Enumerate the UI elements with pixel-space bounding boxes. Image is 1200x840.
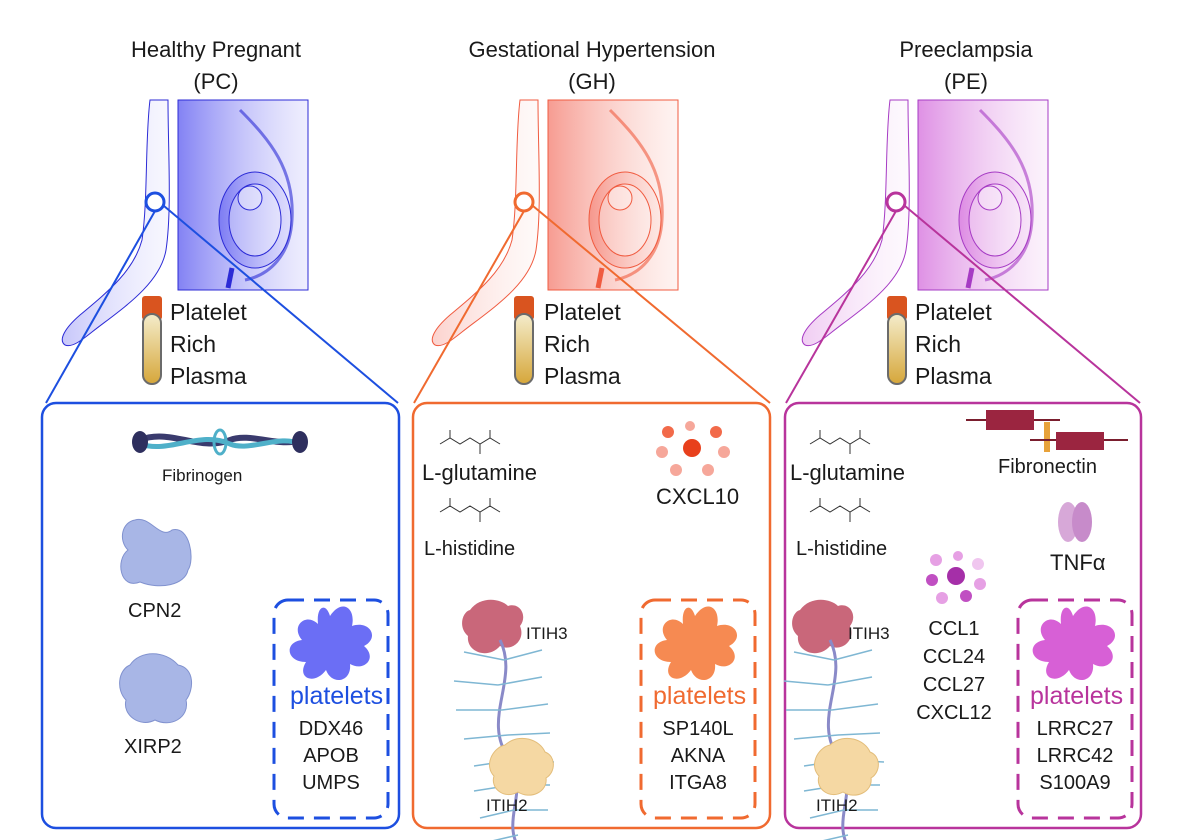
gh-itih2-icon xyxy=(489,737,554,796)
pe-platelet-box xyxy=(1016,598,1134,820)
pe-tnf-icon xyxy=(1058,502,1092,542)
pc-gene-3: UMPS xyxy=(302,772,360,794)
pe-itih2-icon xyxy=(814,737,879,796)
pe-sample-line2: Rich xyxy=(915,331,962,357)
pc-xirp2-icon xyxy=(119,653,192,724)
pe-sample-line3: Plasma xyxy=(915,363,992,389)
pe-title: Preeclampsia xyxy=(899,37,1033,62)
pe-chemokine-1: CCL1 xyxy=(928,618,980,640)
pe-gene-3: S100A9 xyxy=(1039,772,1111,794)
gh-sample-line1: Platelet xyxy=(544,299,621,325)
pe-tnf-label: TNFα xyxy=(1050,550,1106,575)
gh-itih3-icon xyxy=(462,599,524,654)
gh-itih2-label: ITIH2 xyxy=(486,796,528,815)
pe-chemokine-3: CCL27 xyxy=(922,674,986,696)
pc-platelet-icon xyxy=(289,606,373,681)
gh-cxcl10-label: CXCL10 xyxy=(656,484,740,509)
pc-fibrinogen-icon xyxy=(132,428,308,456)
pe-gene-2: LRRC42 xyxy=(1036,745,1114,767)
pc-cpn2-icon xyxy=(120,518,192,587)
gh-panel-box xyxy=(411,401,772,830)
gh-gene-1: SP140L xyxy=(662,718,734,740)
gh-title: Gestational Hypertension xyxy=(468,37,716,62)
gh-platelet-icon xyxy=(654,606,738,681)
gh-cxcl10-dots-icon xyxy=(656,421,730,476)
pc-fibrinogen-label: Fibrinogen xyxy=(162,466,243,485)
gh-blood-tube-icon xyxy=(513,295,535,385)
pc-sample-line2: Rich xyxy=(170,331,217,357)
pc-sample-line3: Plasma xyxy=(170,363,247,389)
pe-chemokine-dots-icon xyxy=(926,551,986,604)
gh-platelets-title: platelets xyxy=(653,682,747,710)
pc-sample-site-icon xyxy=(144,191,166,213)
gh-platelet-box xyxy=(639,598,757,820)
pe-chemokine-2: CCL24 xyxy=(922,646,986,668)
gh-gene-2: AKNA xyxy=(670,745,726,767)
pe-sample-site-icon xyxy=(885,191,907,213)
pc-platelet-box xyxy=(272,598,390,820)
pe-fibronectin-icon xyxy=(966,410,1128,452)
gh-sample-line2: Rich xyxy=(544,331,591,357)
pe-platelet-icon xyxy=(1032,606,1116,681)
pc-cpn2-label: CPN2 xyxy=(128,600,182,622)
pe-itih3-label: ITIH3 xyxy=(848,624,890,643)
gh-itih3-label: ITIH3 xyxy=(526,624,568,643)
gh-sample-site-icon xyxy=(513,191,535,213)
pe-panel-box xyxy=(783,401,1143,830)
gh-sample-line3: Plasma xyxy=(544,363,621,389)
pe-itih2-label: ITIH2 xyxy=(816,796,858,815)
pe-sample-line1: Platelet xyxy=(915,299,992,325)
pc-blood-tube-icon xyxy=(141,295,163,385)
gh-abbr: (GH) xyxy=(568,69,616,94)
gh-gene-3: ITGA8 xyxy=(669,772,727,794)
gh-glutamine-molecule-icon xyxy=(439,429,501,455)
pe-platelets-title: platelets xyxy=(1030,682,1124,710)
pe-histidine-molecule-icon xyxy=(809,497,871,523)
pc-abbr: (PC) xyxy=(193,69,239,94)
pe-glutamine-molecule-icon xyxy=(809,429,871,455)
pc-platelets-title: platelets xyxy=(290,682,384,710)
pe-histidine-label: L-histidine xyxy=(796,538,888,560)
pc-panel-box xyxy=(40,401,401,830)
pe-blood-tube-icon xyxy=(886,295,908,385)
pc-gene-1: DDX46 xyxy=(298,718,364,740)
pc-gene-2: APOB xyxy=(303,745,359,767)
pe-itih3-icon xyxy=(792,599,854,654)
pe-glutamine-label: L-glutamine xyxy=(790,460,905,485)
pe-gene-1: LRRC27 xyxy=(1036,718,1114,740)
pe-fibronectin-label: Fibronectin xyxy=(998,456,1097,478)
pe-abbr: (PE) xyxy=(944,69,988,94)
gh-glutamine-label: L-glutamine xyxy=(422,460,537,485)
pc-title: Healthy Pregnant xyxy=(131,37,301,62)
gh-histidine-label: L-histidine xyxy=(424,538,516,560)
pc-sample-line1: Platelet xyxy=(170,299,247,325)
pc-xirp2-label: XIRP2 xyxy=(124,736,182,758)
pe-chemokine-4: CXCL12 xyxy=(916,702,992,724)
gh-histidine-molecule-icon xyxy=(439,497,501,523)
